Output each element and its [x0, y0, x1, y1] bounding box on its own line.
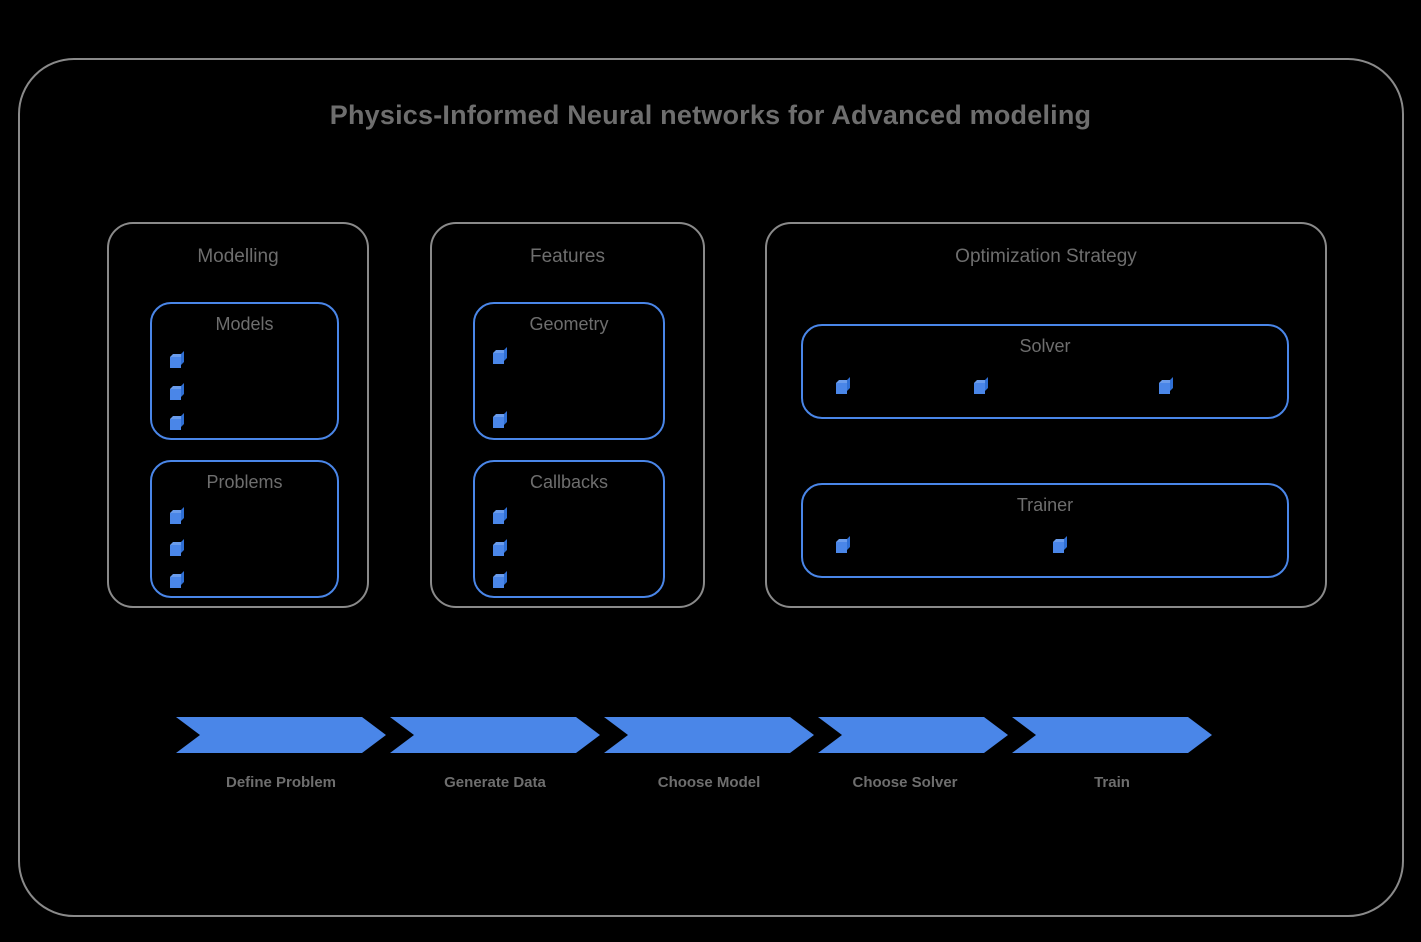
box-callbacks[interactable]: Callbacks [473, 460, 665, 598]
cube-icon [493, 507, 507, 524]
cube-icon [170, 539, 184, 556]
cube-icon [836, 536, 850, 553]
cube-icon [170, 351, 184, 368]
group-title-features: Features [530, 246, 605, 267]
cube-icon [1053, 536, 1067, 553]
box-title-models: Models [215, 314, 274, 334]
cube-icon [493, 411, 507, 428]
group-title-modelling: Modelling [197, 246, 279, 267]
box-title-problems: Problems [206, 472, 283, 492]
box-geometry[interactable]: Geometry [473, 302, 665, 440]
box-title-trainer: Trainer [1016, 495, 1074, 515]
box-title-callbacks: Callbacks [529, 472, 609, 492]
box-title-geometry: Geometry [529, 314, 609, 334]
cube-icon [493, 347, 507, 364]
outer-container [18, 58, 1404, 917]
group-optimization-strategy: Optimization Strategy Solver Trainer [765, 222, 1327, 608]
box-title-solver: Solver [1019, 336, 1071, 356]
page-title: Physics-Informed Neural networks for Adv… [329, 100, 1092, 130]
cube-icon [170, 571, 184, 588]
cube-icon [836, 377, 850, 394]
cube-icon [493, 571, 507, 588]
cube-icon [974, 377, 988, 394]
group-modelling: Modelling Models Problems [107, 222, 369, 608]
cube-icon [493, 539, 507, 556]
cube-icon [170, 383, 184, 400]
group-title-optimization-strategy: Optimization Strategy [955, 246, 1137, 267]
box-solver[interactable]: Solver [801, 324, 1289, 419]
box-models[interactable]: Models [150, 302, 339, 440]
box-trainer[interactable]: Trainer [801, 483, 1289, 578]
cube-icon [170, 413, 184, 430]
cube-icon [1159, 377, 1173, 394]
group-features: Features Geometry Callbacks [430, 222, 705, 608]
box-problems[interactable]: Problems [150, 460, 339, 598]
cube-icon [170, 507, 184, 524]
